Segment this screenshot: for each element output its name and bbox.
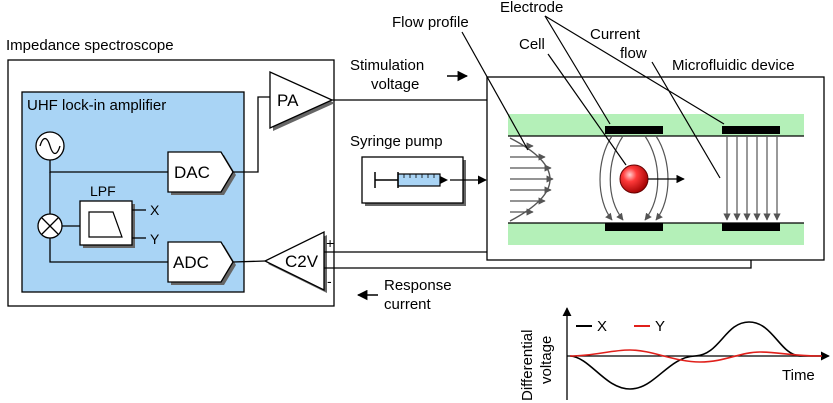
c2v-label: C2V xyxy=(285,252,319,271)
microfluidic-device-label: Microfluidic device xyxy=(672,57,795,74)
adc-block xyxy=(167,241,234,283)
mixer-cross xyxy=(41,217,59,235)
syringe-icon xyxy=(374,172,448,188)
c2v-minus-label: - xyxy=(327,273,332,289)
pa-label: PA xyxy=(277,91,299,110)
adc-to-mixer-wire xyxy=(49,238,168,263)
flow-profile-arrows xyxy=(510,142,554,216)
uhf-lockin-label: UHF lock-in amplifier xyxy=(27,97,166,114)
stimulation-label-line2: voltage xyxy=(371,76,419,93)
sine-wave-icon xyxy=(39,137,61,155)
dac-label: DAC xyxy=(174,163,210,182)
cell-icon xyxy=(619,164,649,194)
electrode-top-left xyxy=(605,126,663,134)
dac-block xyxy=(167,151,234,193)
x-output-label: X xyxy=(150,202,160,218)
adc-label: ADC xyxy=(173,253,209,272)
differential-voltage-plot: Differential voltage Time X Y xyxy=(519,307,830,401)
lpf-label: LPF xyxy=(90,183,116,199)
lowpass-response-icon xyxy=(88,211,123,238)
plot-ylabel-line1: Differential xyxy=(519,330,536,401)
lpf-box xyxy=(79,200,133,246)
current-flow-label-line2: flow xyxy=(620,45,647,62)
callout-lines xyxy=(461,15,725,179)
pa-amplifier xyxy=(269,70,334,130)
c2v-plus-label: + xyxy=(326,235,334,251)
plot-ylabel-line2: voltage xyxy=(538,336,555,384)
trace-y xyxy=(569,349,823,363)
plot-xlabel: Time xyxy=(782,367,815,384)
electrode-top-right xyxy=(722,126,780,134)
impedance-spectroscope-label: Impedance spectroscope xyxy=(6,37,174,54)
current-flow-label-line1: Current xyxy=(590,26,641,43)
electrode-bottom-right xyxy=(722,223,780,231)
response-label-line2: current xyxy=(384,296,432,313)
syringe-pump-label: Syringe pump xyxy=(350,133,443,150)
cell-label: Cell xyxy=(519,36,545,53)
dac-to-pa-wire xyxy=(233,96,270,173)
c2v-to-adc-wire xyxy=(232,260,266,263)
response-label-line1: Response xyxy=(384,277,452,294)
electrode-label: Electrode xyxy=(500,0,563,16)
trace-x xyxy=(569,321,822,390)
flow-profile-label: Flow profile xyxy=(392,14,469,31)
legend-x-label: X xyxy=(597,318,607,335)
electrode-bottom-left xyxy=(605,223,663,231)
current-flow-arrows xyxy=(723,136,781,221)
stimulation-label-line1: Stimulation xyxy=(350,57,424,74)
legend-y-label: Y xyxy=(655,318,665,335)
c2v-amplifier xyxy=(263,230,325,292)
y-output-label: Y xyxy=(150,231,160,247)
